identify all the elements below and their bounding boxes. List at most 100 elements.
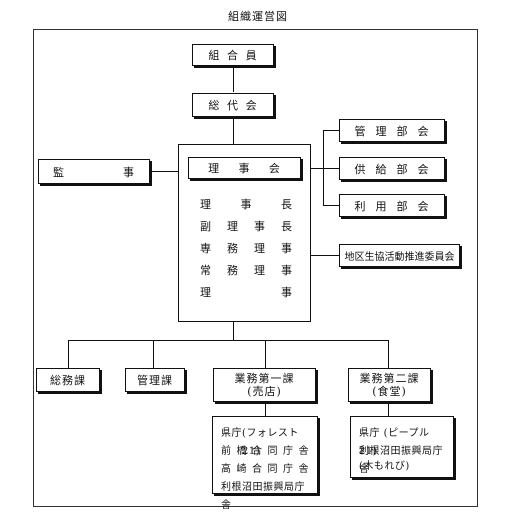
store-char: 利根沼田振興局庁舎	[221, 482, 305, 511]
connector-line	[150, 171, 178, 172]
committee-char: 会	[417, 162, 430, 176]
store-char: 舎	[298, 464, 309, 475]
committee-management-box: 管 理 部 会	[339, 119, 445, 142]
store-row: 前 橋 合 同 庁 舎	[221, 443, 309, 461]
sales-dept2-label: 業務第二課	[359, 372, 420, 385]
board-member-row: 常 務 理 事	[196, 262, 296, 284]
connector-line	[68, 340, 69, 368]
board-member-char: 事	[240, 198, 252, 211]
board-member-row: 理 事	[196, 284, 296, 306]
sales-dept1-box: 業務第一課 (売店)	[213, 368, 316, 402]
sales-dept1-label: 業務第一課	[234, 372, 295, 385]
store-row: 利根沼田振興局庁舎	[221, 479, 309, 511]
store-char: 庁	[283, 464, 294, 475]
store-row: 高 崎 合 同 庁 舎	[221, 461, 309, 479]
store-char: 高	[221, 464, 232, 475]
board-members-list: 理 事 長 副 理 事 長 専 務 理 事 常 務 理 事 理 事	[196, 196, 296, 306]
sales-dept1-sub: (売店)	[247, 385, 282, 398]
board-member-char: 理	[254, 242, 265, 255]
store-char: 崎	[236, 464, 247, 475]
committee-char: 理	[375, 124, 388, 138]
store-char: 同	[267, 464, 278, 475]
district-committee-label: 地区生協活動推進委員会	[344, 252, 455, 263]
store-char: 庁	[283, 446, 294, 457]
connector-line	[323, 205, 339, 206]
board-char: 理	[208, 162, 221, 175]
board-member-row: 副 理 事 長	[196, 218, 296, 240]
store-sub: (木もれび)	[359, 461, 410, 472]
committee-char: 管	[354, 124, 367, 138]
committee-char: 供	[354, 162, 367, 176]
committee-char: 給	[375, 162, 388, 176]
board-member-char: 務	[227, 264, 238, 277]
delegates-box: 総 代 会	[192, 93, 274, 117]
board-member-char: 長	[281, 198, 292, 211]
delegates-char: 代	[226, 99, 239, 112]
delegates-char: 総	[208, 99, 221, 112]
board-member-char: 専	[200, 242, 211, 255]
board-member-char: 副	[200, 220, 211, 233]
connector-line	[323, 130, 324, 205]
board-member-char: 事	[254, 220, 265, 233]
members-char: 組	[208, 49, 221, 62]
store-row: (木もれび)	[359, 461, 410, 473]
store-char: 前	[221, 446, 232, 457]
connector-line	[265, 340, 266, 368]
connector-line	[323, 130, 339, 131]
diagram-title: 組織運営図	[228, 10, 288, 23]
general-affairs-box: 総務課	[36, 368, 100, 392]
store-char: (フォレスト21)	[242, 428, 299, 457]
store-row: 利根沼田振興局庁舎	[359, 443, 445, 475]
store-label: 県庁 (ピープル21)	[359, 428, 430, 457]
general-affairs-label: 総務課	[50, 374, 86, 387]
store-row: 県 庁 (フォレスト21)	[221, 425, 309, 457]
connector-line	[388, 340, 389, 368]
store-char: 合	[252, 446, 263, 457]
connector-line	[233, 117, 234, 144]
board-member-char: 長	[281, 220, 292, 233]
store-label: 利根沼田振興局庁舎	[359, 446, 443, 475]
store-char: 同	[267, 446, 278, 457]
management-box: 管理課	[125, 368, 185, 392]
sales-dept2-box: 業務第二課 (食堂)	[348, 368, 431, 402]
committee-char: 用	[375, 199, 388, 213]
committee-char: 利	[354, 199, 367, 213]
district-committee-box: 地区生協活動推進委員会	[339, 244, 460, 267]
connector-line	[311, 255, 339, 256]
store-char: 橋	[236, 446, 247, 457]
connector-line	[265, 402, 266, 416]
stores2-box: 県庁 (ピープル21) 利根沼田振興局庁舎 (木もれび)	[350, 416, 454, 478]
stores1-box: 県 庁 (フォレスト21) 前 橋 合 同 庁 舎 高 崎 合 同 庁 舎 利根…	[212, 416, 318, 511]
connector-line	[153, 340, 154, 368]
store-char: 庁	[231, 428, 242, 439]
connector-line	[323, 168, 339, 169]
committee-supply-box: 供 給 部 会	[339, 157, 445, 180]
auditor-char: 事	[123, 165, 135, 179]
members-char: 員	[245, 49, 258, 62]
committee-char: 部	[396, 124, 409, 138]
committee-char: 会	[417, 124, 430, 138]
board-box: 理 事 会	[188, 157, 301, 179]
connector-line	[233, 322, 234, 340]
board-member-row: 専 務 理 事	[196, 240, 296, 262]
auditor-char: 監	[53, 165, 65, 179]
store-char: 舎	[298, 446, 309, 457]
committee-usage-box: 利 用 部 会	[339, 194, 445, 217]
board-member-char: 事	[281, 264, 292, 277]
committee-char: 部	[396, 162, 409, 176]
store-char: 県	[221, 428, 232, 439]
board-member-row: 理 事 長	[196, 196, 296, 218]
members-box: 組 合 員	[192, 44, 274, 66]
committee-char: 会	[417, 199, 430, 213]
committee-char: 部	[396, 199, 409, 213]
board-member-char: 事	[281, 242, 292, 255]
members-char: 合	[226, 49, 239, 62]
connector-line	[388, 402, 389, 416]
board-member-char: 理	[200, 286, 211, 299]
board-member-char: 常	[200, 264, 211, 277]
connector-line	[311, 168, 323, 169]
board-member-char: 理	[200, 198, 211, 211]
connector-line	[233, 66, 234, 92]
board-char: 会	[268, 162, 281, 175]
management-label: 管理課	[137, 374, 173, 387]
